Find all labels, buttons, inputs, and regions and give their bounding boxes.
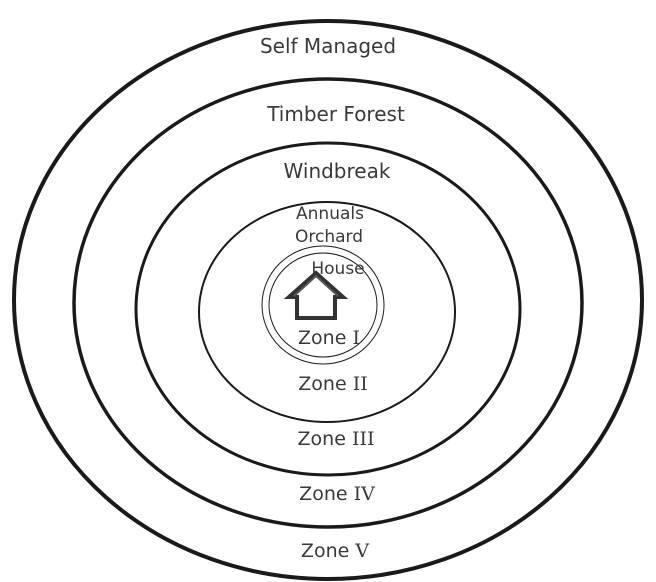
zone-1-numeral: I — [352, 327, 360, 349]
label-self-managed: Self Managed — [260, 34, 396, 58]
zone-1-ring — [261, 245, 385, 365]
zone-4-ring — [72, 77, 584, 529]
zone-2-ring — [198, 201, 456, 423]
zone-2-word: Zone — [298, 373, 346, 395]
zone-5-numeral: V — [354, 540, 369, 562]
zone-5-ring — [12, 19, 644, 581]
label-zone-4: Zone IV — [299, 483, 375, 505]
zone-1-inner-ring — [268, 252, 378, 358]
zone-3-numeral: III — [352, 428, 375, 450]
label-zone-1: Zone I — [298, 327, 360, 349]
zone-1-word: Zone — [298, 327, 346, 349]
label-timber-forest: Timber Forest — [266, 102, 405, 126]
zone-4-word: Zone — [299, 483, 347, 505]
label-zone-2: Zone II — [298, 373, 367, 395]
zone-3-ring — [134, 141, 522, 477]
label-windbreak: Windbreak — [284, 159, 391, 183]
label-annuals: Annuals — [296, 204, 364, 224]
zone-4-numeral: IV — [354, 483, 376, 505]
zone-2-numeral: II — [353, 373, 368, 395]
label-orchard: Orchard — [295, 227, 363, 247]
zone-3-word: Zone — [298, 428, 346, 450]
label-house: House — [311, 259, 364, 279]
label-zone-5: Zone V — [301, 540, 369, 562]
house-icon — [283, 270, 349, 320]
label-zone-3: Zone III — [298, 428, 375, 450]
zone-5-word: Zone — [301, 540, 349, 562]
